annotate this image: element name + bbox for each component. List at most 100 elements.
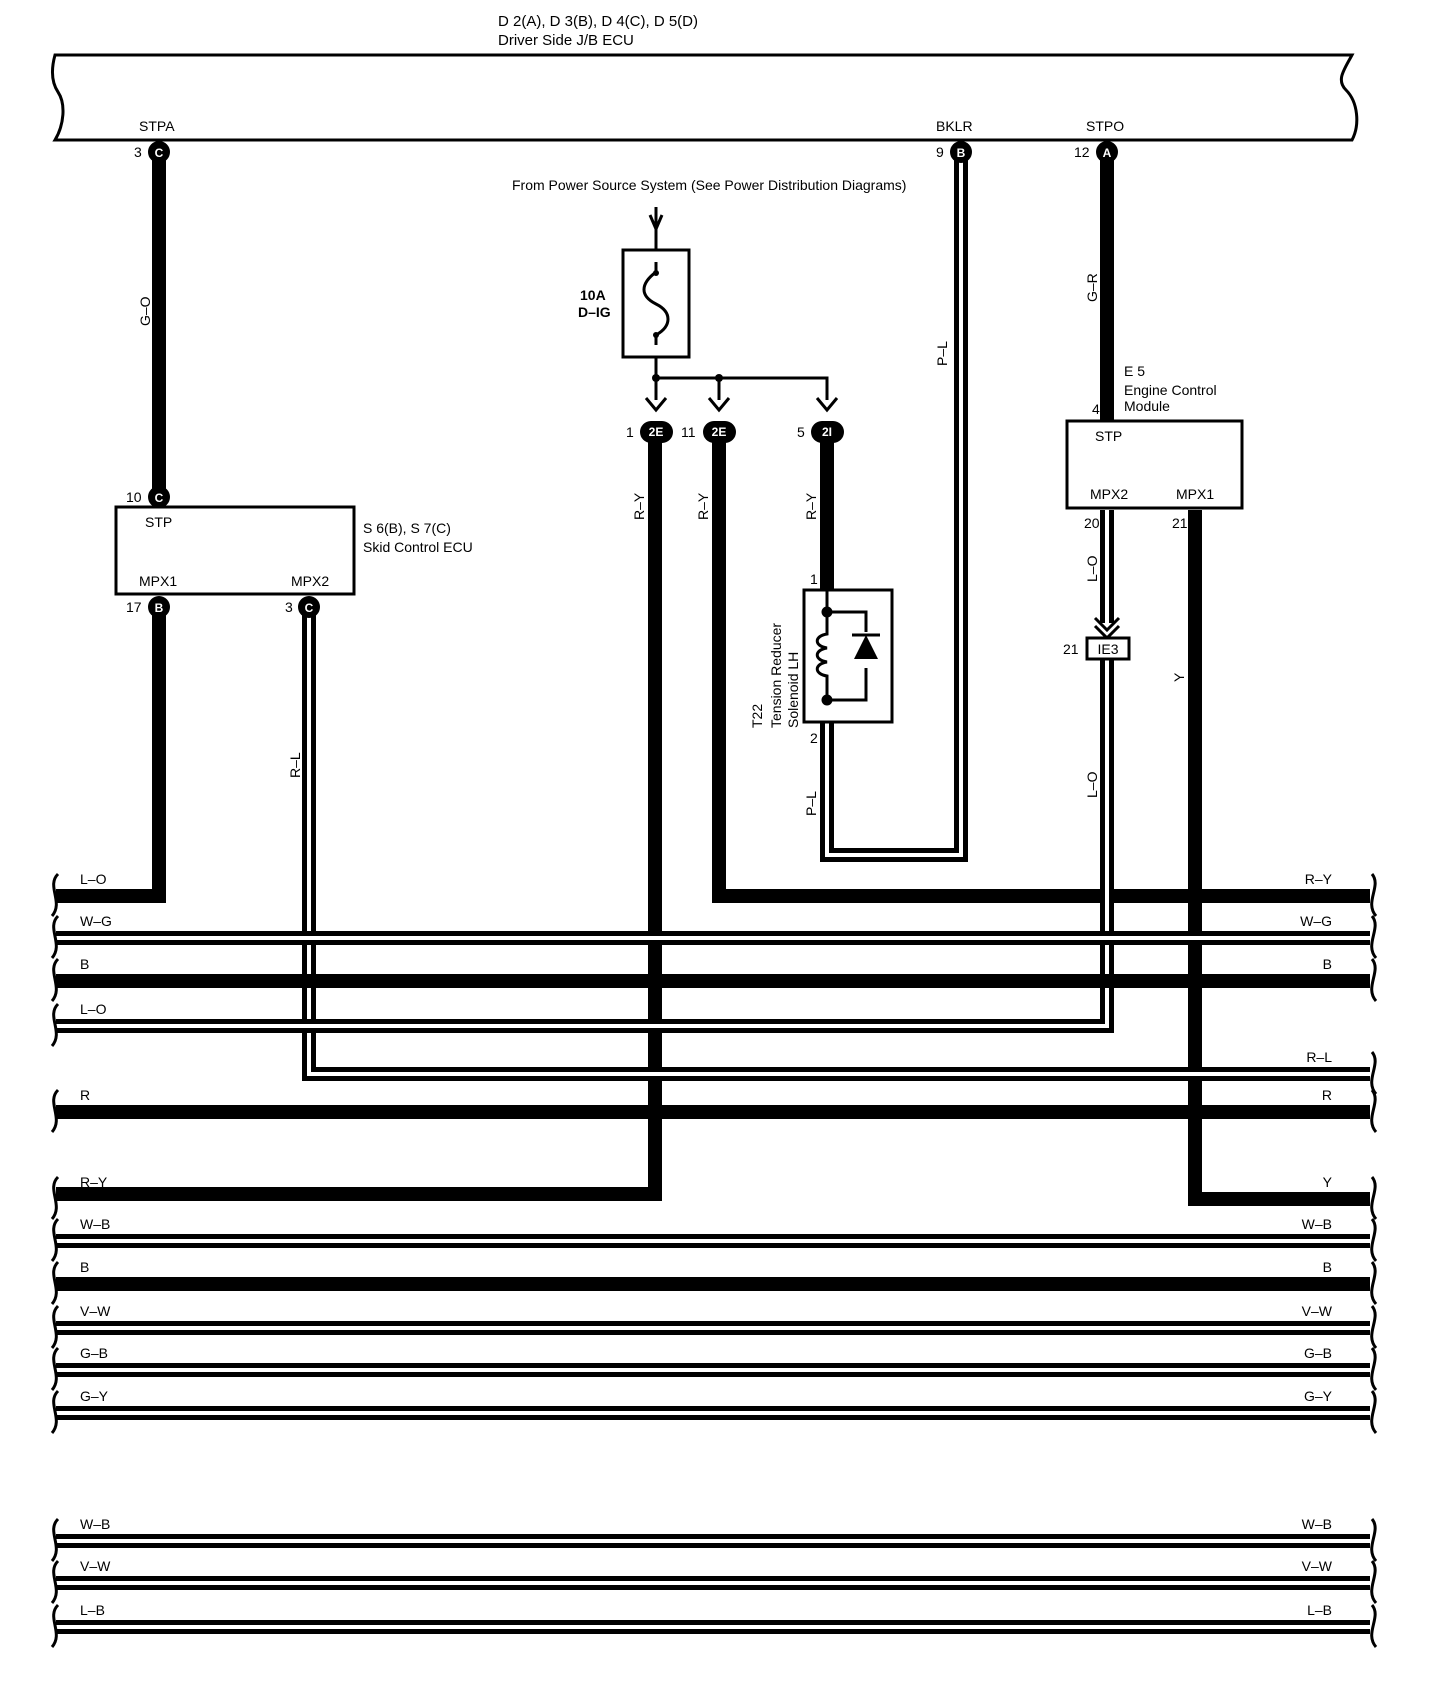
wire-label-sol-bottom: P–L: [803, 791, 819, 816]
solenoid-coil-icon: [815, 590, 868, 706]
svg-text:B: B: [957, 146, 966, 160]
ie3-pin: 21: [1063, 641, 1079, 657]
harness-label-right: R: [1322, 1087, 1332, 1103]
wire-label-stpo: G–R: [1084, 273, 1100, 302]
solenoid-pin-2: 2: [810, 730, 818, 746]
harness-break-marker: [50, 1346, 60, 1391]
harness-label-right: L–B: [1307, 1602, 1332, 1618]
ecm-mpx1-pin: 21: [1172, 515, 1188, 531]
harness-break-marker: [1370, 1604, 1378, 1648]
harness-break-marker: [50, 1175, 60, 1220]
splice-node: [715, 374, 723, 382]
jb-bklr-label: BKLR: [936, 118, 973, 134]
harness-break-marker: [1370, 1560, 1378, 1604]
wires: [56, 152, 1370, 1206]
ie3-connector: [1085, 636, 1131, 661]
ecm-stp-label: STP: [1095, 428, 1122, 444]
junction-pin-number: 11: [681, 424, 696, 440]
svg-text:C: C: [155, 491, 164, 505]
skid-mpx2-label: MPX2: [291, 573, 329, 589]
solenoid-labels: T22: [749, 704, 765, 728]
harness-label-left: R: [80, 1087, 90, 1103]
harness-break-marker: [1370, 1176, 1378, 1220]
fuse-rating: 10A: [580, 287, 606, 303]
jb-connectors-label: D 2(A), D 3(B), D 4(C), D 5(D): [498, 13, 698, 30]
harness-label-left: W–B: [80, 1516, 110, 1532]
skid-mpx2-pin: 3: [285, 599, 293, 615]
jb-stpo-terminal: A: [1096, 141, 1118, 163]
wire-label-2e-1: R–Y: [631, 492, 647, 520]
harness-break-marker: [1370, 873, 1378, 917]
junction-2e-pin1: 2E: [640, 421, 673, 443]
jb-component-label: Driver Side J/B ECU: [498, 32, 634, 49]
skid-stp-pin: 10: [126, 489, 142, 505]
junction-chevrons: [644, 397, 839, 413]
junction-pin-number: 1: [626, 424, 634, 440]
ecm-name-line2: Module: [1124, 398, 1170, 414]
jb-ecu-box: [50, 53, 1359, 142]
wire-2e-11: [712, 442, 1370, 903]
wire-label-2e-11: R–Y: [695, 492, 711, 520]
diode-icon: [852, 633, 880, 659]
jb-stpo-label: STPO: [1086, 118, 1124, 134]
splice-node: [652, 374, 660, 382]
harness-break-marker: [50, 1517, 60, 1562]
harness-label-right: V–W: [1302, 1558, 1333, 1574]
skid-ecu-box: [114, 505, 356, 596]
harness-label-right: G–B: [1304, 1345, 1332, 1361]
svg-text:2I: 2I: [822, 425, 832, 439]
jb-bklr-terminal: B: [950, 141, 972, 163]
skid-mpx1-terminal: B: [148, 596, 170, 618]
harness-label-left: R–Y: [80, 1174, 108, 1190]
harness-break-marker: [1370, 1347, 1378, 1391]
harness-break-marker: [1370, 915, 1378, 959]
harness-break-marker: [50, 872, 60, 917]
skid-mpx1-pin: 17: [126, 599, 142, 615]
ecm-mpx2-label: MPX2: [1090, 486, 1128, 502]
harness-label-left: L–B: [80, 1602, 105, 1618]
svg-text:2E: 2E: [712, 425, 727, 439]
harness-label-left: G–Y: [80, 1388, 109, 1404]
wire-label-ecm-mpx2: L–O: [1084, 555, 1100, 582]
harness-label-right: W–B: [1302, 1216, 1332, 1232]
skid-stp-terminal: C: [148, 486, 170, 508]
wire-label-stpa: G–O: [137, 296, 153, 326]
harness-break-marker: [1370, 958, 1378, 1002]
solenoid-name-line1: Tension Reducer: [768, 623, 784, 728]
harness-label-right: W–G: [1300, 913, 1332, 929]
jb-stpa-terminal: C: [148, 141, 170, 163]
harness-break-marker: [50, 957, 60, 1002]
skid-mpx1-label: MPX1: [139, 573, 177, 589]
ecm-box: [1065, 419, 1244, 510]
harness-break-marker: [50, 1217, 60, 1262]
svg-text:B: B: [155, 601, 164, 615]
junction-pin-number: 5: [797, 424, 805, 440]
solenoid-pin-1: 1: [810, 571, 818, 587]
harness-label-left: W–B: [80, 1216, 110, 1232]
double-wires: [56, 152, 1370, 1081]
harness-break-marker: [50, 1002, 60, 1047]
power-source-label: From Power Source System (See Power Dist…: [512, 177, 906, 193]
harness-break-marker: [1370, 1089, 1378, 1133]
wire-2e-1: [56, 442, 662, 1201]
svg-text:C: C: [155, 146, 164, 160]
harness-break-marker: [50, 1603, 60, 1648]
solenoid-name-line2: Solenoid LH: [785, 652, 801, 728]
jb-stpa-label: STPA: [139, 118, 175, 134]
harness-label-left: G–B: [80, 1345, 108, 1361]
harness-label-right: Y: [1323, 1174, 1333, 1190]
ecm-code: E 5: [1124, 363, 1145, 379]
harness-break-marker: [50, 1304, 60, 1349]
harness-label-right: B: [1323, 956, 1332, 972]
harness-break-marker: [1370, 1390, 1378, 1434]
harness-break-marker: [50, 1088, 60, 1133]
skid-stp-label: STP: [145, 514, 172, 530]
skid-ecu-name: Skid Control ECU: [363, 539, 473, 555]
harness-label-left: V–W: [80, 1303, 111, 1319]
harness-label-left: B: [80, 956, 89, 972]
harness-label-left: W–G: [80, 913, 112, 929]
skid-mpx2-terminal: C: [298, 596, 320, 618]
junction-2e-pin11: 2E: [703, 421, 736, 443]
svg-text:A: A: [1103, 146, 1112, 160]
harness-label-right: W–B: [1302, 1516, 1332, 1532]
